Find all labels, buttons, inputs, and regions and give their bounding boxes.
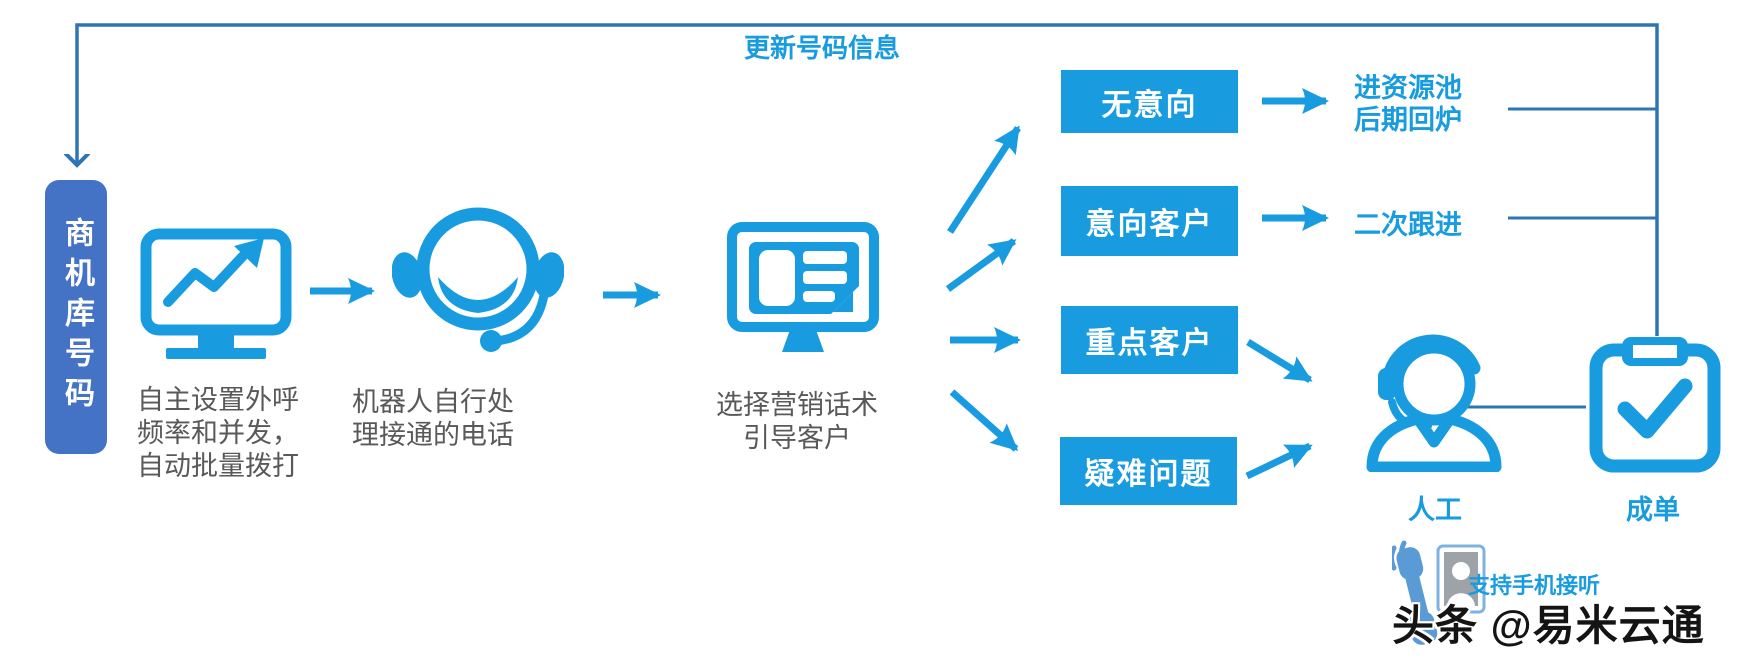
- arrow-to-intent: [945, 238, 1017, 292]
- outcome-box-no-intent: 无意向: [1061, 70, 1238, 133]
- feedback-loop-line: [77, 23, 1659, 336]
- result-followup: 二次跟进: [1354, 210, 1462, 240]
- outcome-box-intent: 意向客户: [1061, 186, 1238, 256]
- feedback-label: 更新号码信息: [744, 33, 901, 63]
- agent-label: 人工: [1408, 495, 1462, 525]
- phone-note: 支持手机接听: [1468, 573, 1601, 598]
- robot-headset-icon: [392, 207, 564, 352]
- outcome-box-key-customer: 重点客户: [1061, 306, 1238, 374]
- arrow-to-difficult: [949, 389, 1019, 452]
- monitor-script-icon: [727, 222, 879, 352]
- arrow-to-no-intent: [947, 125, 1021, 234]
- source-pill-label: 商机库号码: [60, 217, 93, 417]
- watermark: 头条 @易米云通: [1392, 602, 1705, 649]
- result-recycle: 进资源池 后期回炉: [1354, 73, 1462, 135]
- caption-robot: 机器人自行处 理接通的电话: [352, 387, 514, 450]
- phone-answer-icon: [1392, 540, 1486, 645]
- source-pill: 商机库号码: [45, 180, 107, 454]
- deal-label: 成单: [1626, 495, 1680, 525]
- monitor-chart-icon: [140, 228, 292, 359]
- outcome-box-difficult: 疑难问题: [1060, 437, 1237, 505]
- arrow-diff-to-agent: [1245, 442, 1313, 480]
- deal-clipboard-icon: [1589, 337, 1721, 473]
- arrow-key-to-agent: [1246, 339, 1313, 383]
- caption-script: 选择营销话术 引导客户: [716, 390, 878, 453]
- caption-dial: 自主设置外呼 频率和并发， 自动批量拨打: [137, 385, 299, 481]
- agent-person-icon: [1366, 334, 1502, 472]
